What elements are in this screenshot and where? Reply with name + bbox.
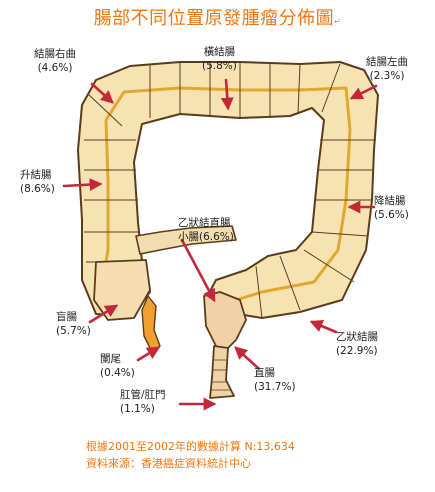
colon-illustration bbox=[77, 61, 379, 399]
anal-folds bbox=[211, 359, 231, 391]
label-descending-colon: 降結腸(5.6%) bbox=[374, 195, 409, 221]
label-appendix: 闌尾(0.4%) bbox=[100, 353, 135, 379]
footer-data-source: 資料來源：香港癌症資料統計中心 bbox=[86, 457, 251, 470]
label-transverse-colon: 橫結腸(5.8%) bbox=[202, 46, 237, 72]
label-hepatic-flexure: 結腸右曲(4.6%) bbox=[34, 48, 76, 74]
taenia-line bbox=[98, 86, 352, 302]
anal-canal bbox=[209, 345, 235, 399]
footer-data-basis: 根據2001至2002年的數據計算 N:13,634 bbox=[86, 440, 295, 453]
arrow-transverse-colon bbox=[220, 78, 234, 111]
label-rectum: 直腸(31.7%) bbox=[254, 367, 296, 393]
appendix bbox=[141, 295, 161, 353]
arrow-ascending-colon bbox=[62, 178, 103, 192]
arrow-rectosigmoid bbox=[180, 238, 216, 303]
label-cecum: 盲腸(5.7%) bbox=[56, 311, 91, 337]
pointer-arrows bbox=[62, 78, 378, 411]
label-anal-canal: 肛管/肛門(1.1%) bbox=[120, 389, 166, 415]
label-ascending-colon: 升結腸(8.6%) bbox=[20, 169, 55, 195]
diagram-title: 腸部不同位置原發腫瘤分佈圖↵ bbox=[93, 8, 342, 29]
label-splenic-flexure: 結腸左曲(2.3%) bbox=[366, 56, 408, 82]
haustra-folds bbox=[84, 62, 376, 319]
arrow-cecum bbox=[88, 304, 119, 324]
arrow-rectum bbox=[234, 346, 260, 370]
label-sigmoid-colon: 乙狀結腸(22.9%) bbox=[336, 331, 378, 357]
rectum bbox=[203, 291, 247, 353]
label-rectosigmoid: 乙狀結直腸小腸(6.6%) bbox=[178, 217, 234, 243]
small-intestine bbox=[135, 225, 237, 255]
arrow-appendix bbox=[136, 346, 161, 362]
arrow-splenic-flexure bbox=[349, 84, 378, 100]
footer-notes: 根據2001至2002年的數據計算 N:13,634 資料來源：香港癌症資料統計… bbox=[86, 438, 295, 472]
arrow-hepatic-flexure bbox=[90, 82, 114, 104]
arrow-sigmoid-colon bbox=[309, 320, 338, 334]
